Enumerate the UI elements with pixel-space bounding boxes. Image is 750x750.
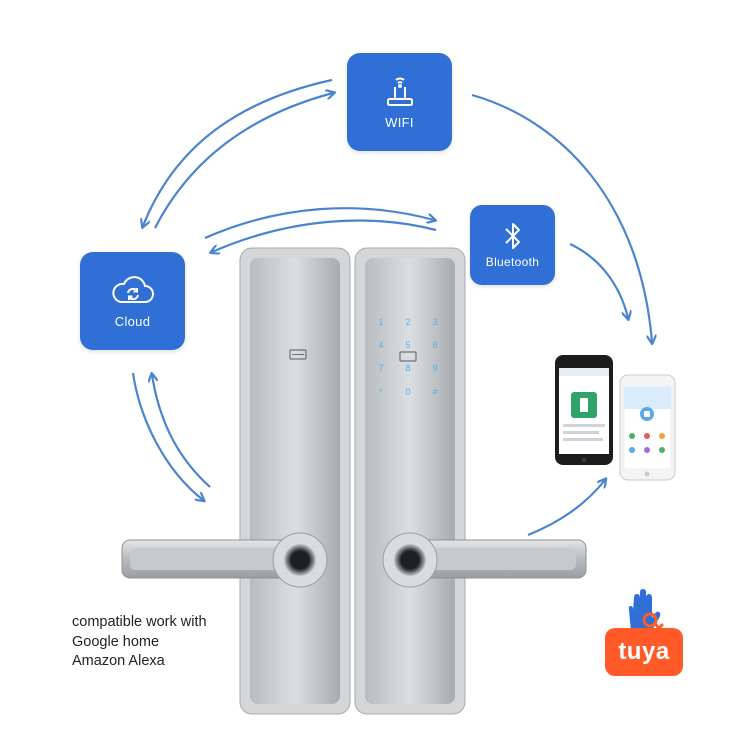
svg-text:0: 0 — [405, 387, 410, 397]
tuya-logo: tuya — [605, 588, 683, 686]
arrow-wifi-to-cloud — [143, 78, 333, 226]
arrow-cloud-to-bluetooth — [204, 207, 434, 240]
arrow-lock-to-phone — [527, 480, 605, 537]
bluetooth-icon — [504, 223, 520, 249]
tuya-badge: tuya — [605, 628, 683, 676]
tuya-label: tuya — [618, 638, 670, 665]
wifi-label: WIFI — [385, 114, 414, 130]
svg-text:*: * — [379, 387, 383, 397]
bluetooth-tile: Bluetooth — [470, 205, 555, 285]
svg-text:9: 9 — [432, 363, 437, 373]
arrow-wifi-to-phone — [471, 93, 652, 342]
arrow-bluetooth-to-phone — [569, 243, 628, 318]
svg-text:6: 6 — [432, 340, 437, 350]
smart-lock-left-panel — [239, 247, 351, 715]
compatibility-text: compatible work with Google home Amazon … — [72, 613, 207, 672]
svg-text:3: 3 — [432, 317, 437, 327]
svg-text:5: 5 — [405, 340, 410, 350]
bluetooth-label: Bluetooth — [485, 255, 540, 269]
router-icon — [386, 77, 413, 106]
right-handle — [382, 532, 587, 588]
arrow-cloud-to-lock — [131, 372, 203, 500]
compatibility-line-1: compatible work with — [72, 614, 207, 630]
flow-arrows — [131, 78, 652, 537]
arrow-cloud-to-wifi — [154, 93, 333, 229]
wifi-tile: WIFI — [347, 53, 452, 151]
arrow-lock-to-cloud — [152, 375, 211, 488]
cloud-sync-icon — [111, 275, 154, 303]
smart-lock-right-panel: 1 2 3 4 5 6 7 8 9 * 0 # — [354, 247, 466, 715]
svg-text:7: 7 — [378, 363, 383, 373]
svg-text:2: 2 — [405, 317, 410, 327]
keypad: 1 2 3 4 5 6 7 8 9 * 0 # — [378, 317, 437, 397]
phone-app-screen-1 — [555, 355, 613, 465]
phone-app-screen-2 — [619, 374, 676, 481]
cloud-tile: Cloud — [80, 252, 185, 350]
cloud-label: Cloud — [114, 313, 151, 329]
svg-text:1: 1 — [378, 317, 383, 327]
compatibility-line-2: Google home — [72, 633, 160, 650]
left-handle — [121, 532, 328, 588]
svg-text:4: 4 — [378, 340, 383, 350]
svg-text:#: # — [432, 387, 437, 397]
svg-text:8: 8 — [405, 363, 410, 373]
arrow-bluetooth-to-cloud — [212, 219, 437, 252]
compatibility-line-3: Amazon Alexa — [72, 653, 165, 669]
